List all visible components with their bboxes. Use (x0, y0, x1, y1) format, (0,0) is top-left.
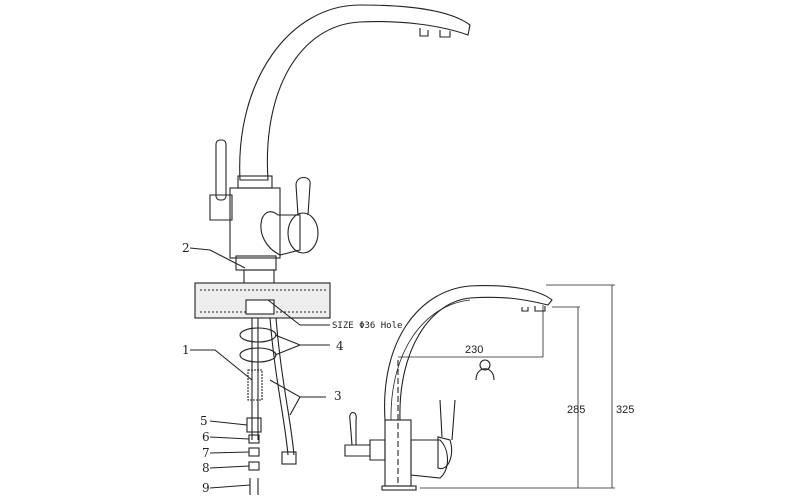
exploded-faucet-drawing (189, 4, 471, 495)
part-label-7: 7 (202, 446, 210, 460)
side-view-drawing (344, 284, 615, 491)
part-label-6: 6 (202, 430, 210, 444)
part-label-1: 1 (182, 343, 190, 357)
dimension-spout-height: 285 (567, 404, 585, 416)
hole-size-label: SIZE Φ36 Hole (332, 321, 402, 331)
part-label-4: 4 (336, 339, 344, 353)
part-label-9: 9 (202, 481, 210, 495)
dimension-total-height: 325 (616, 404, 634, 416)
part-label-8: 8 (202, 461, 210, 475)
part-label-3: 3 (334, 389, 342, 403)
part-label-2: 2 (182, 241, 190, 255)
part-label-5: 5 (200, 414, 208, 428)
dimension-reach: 230 (465, 344, 483, 356)
